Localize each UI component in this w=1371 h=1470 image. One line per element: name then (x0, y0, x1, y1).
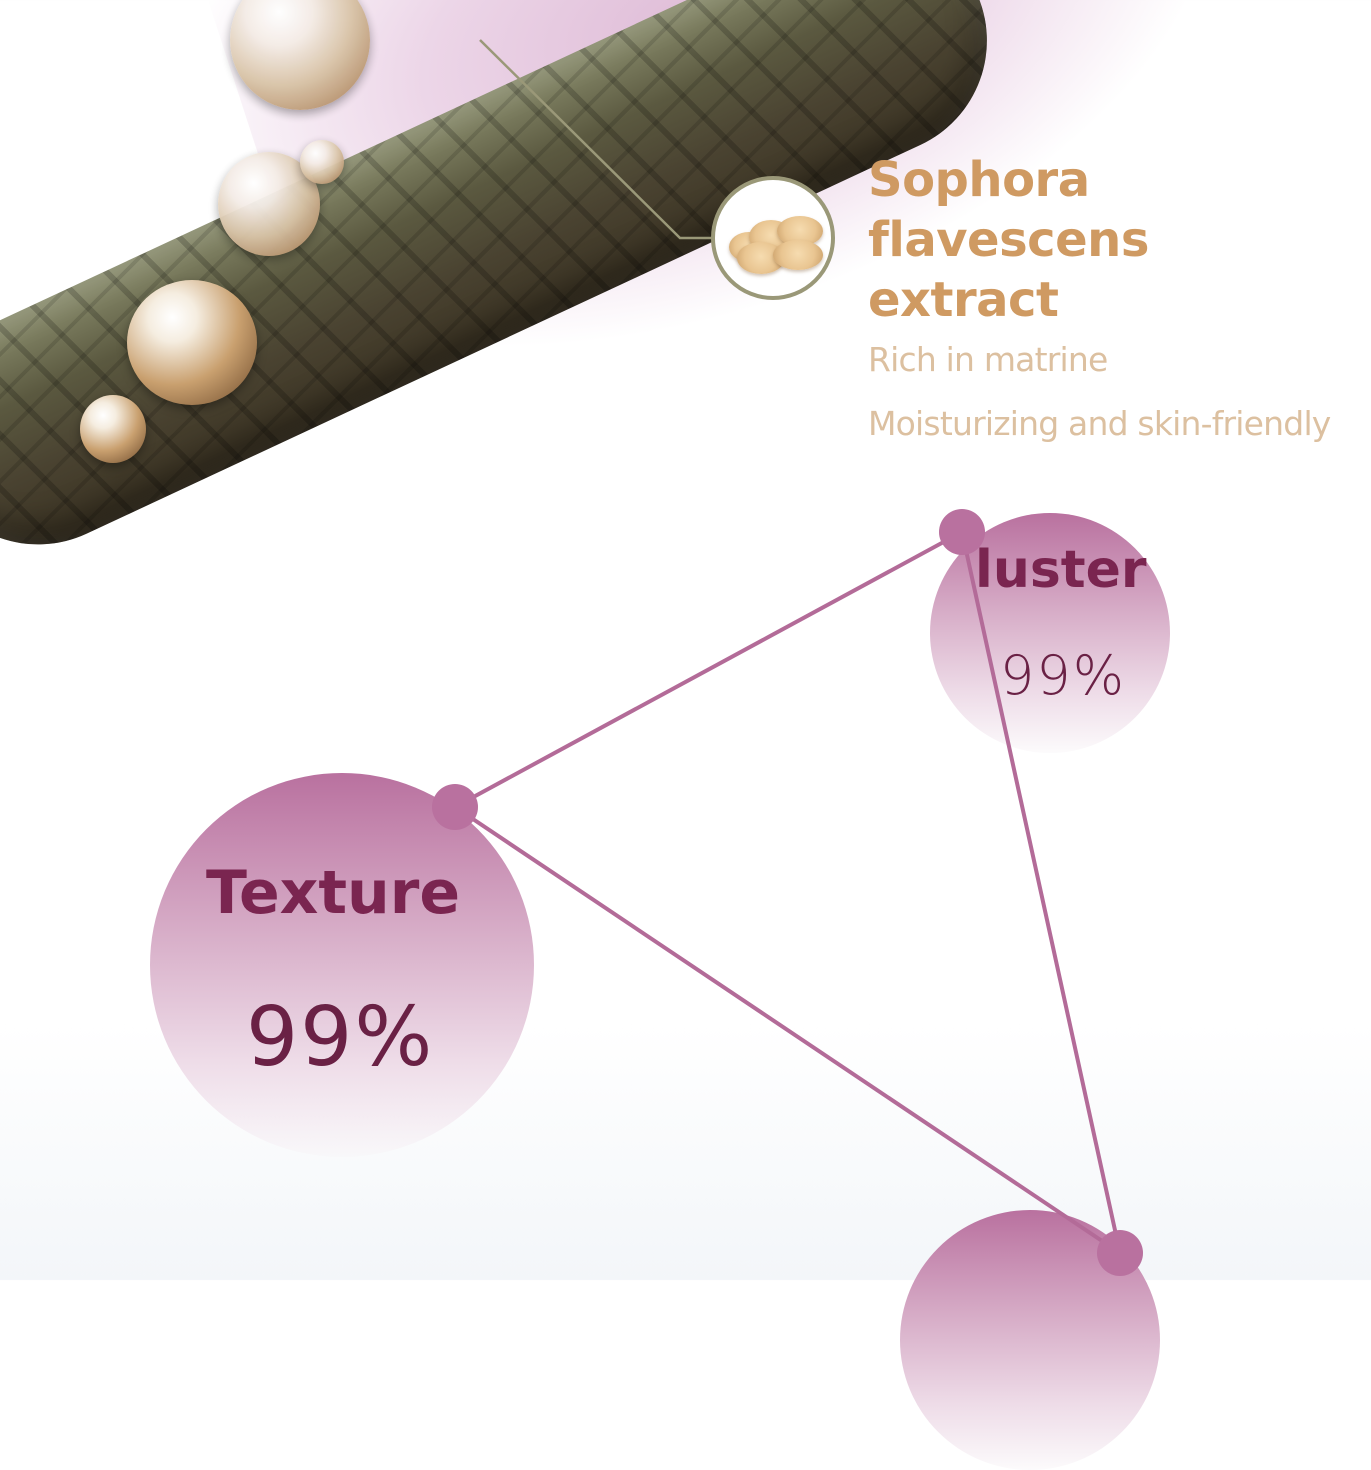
pearl-droplet (127, 280, 257, 405)
pearl-droplet (300, 140, 344, 184)
pearl-droplet (80, 395, 146, 463)
network-node (1097, 1230, 1143, 1276)
callout-connector-line (479, 39, 715, 240)
ingredient-title-line: flavescens (868, 212, 1149, 268)
ingredient-title-line: Sophora (868, 152, 1090, 208)
pearl-droplet (230, 0, 370, 110)
ingredient-title: Sophora flavescens extract (868, 150, 1288, 330)
ingredient-title-line: extract (868, 272, 1059, 328)
network-node (432, 784, 478, 830)
sophora-root-slices-icon (711, 176, 835, 300)
metric-value: 99% (246, 990, 435, 1085)
metric-label: Texture (206, 858, 461, 928)
ingredient-benefit: Moisturizing and skin-friendly (868, 404, 1331, 443)
metric-bubble-texture (150, 773, 534, 1157)
metric-value: 99% (1000, 644, 1127, 707)
ingredient-benefit: Rich in matrine (868, 340, 1108, 379)
network-node (939, 509, 985, 555)
metrics-network-lines (432, 509, 1143, 1276)
metric-label: luster (975, 540, 1147, 600)
